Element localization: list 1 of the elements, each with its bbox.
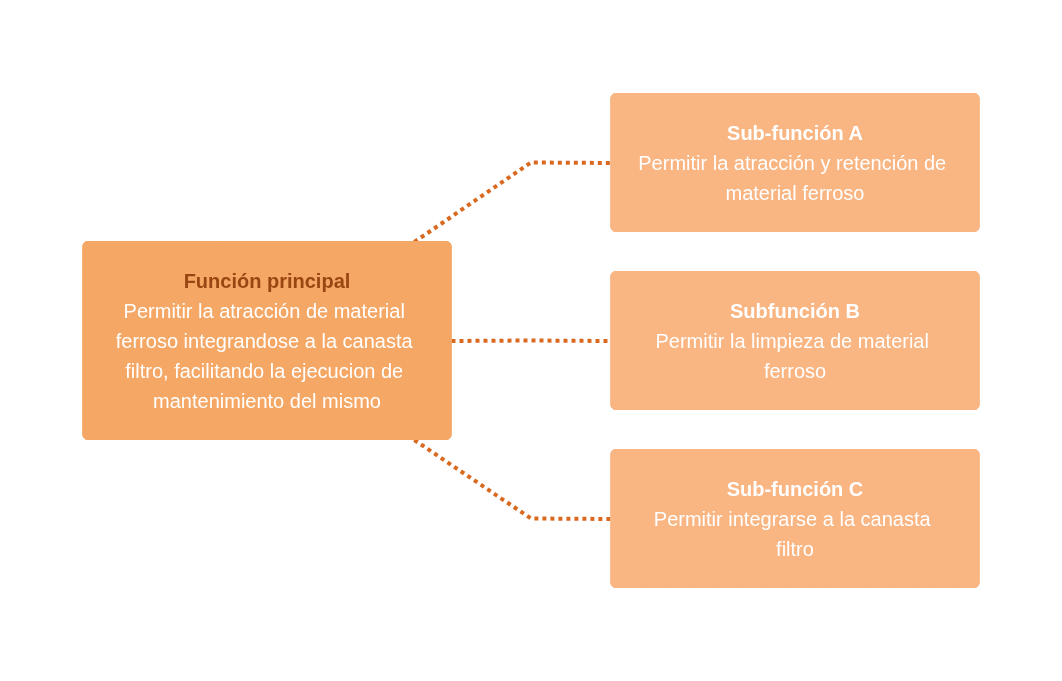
connector	[413, 438, 612, 521]
